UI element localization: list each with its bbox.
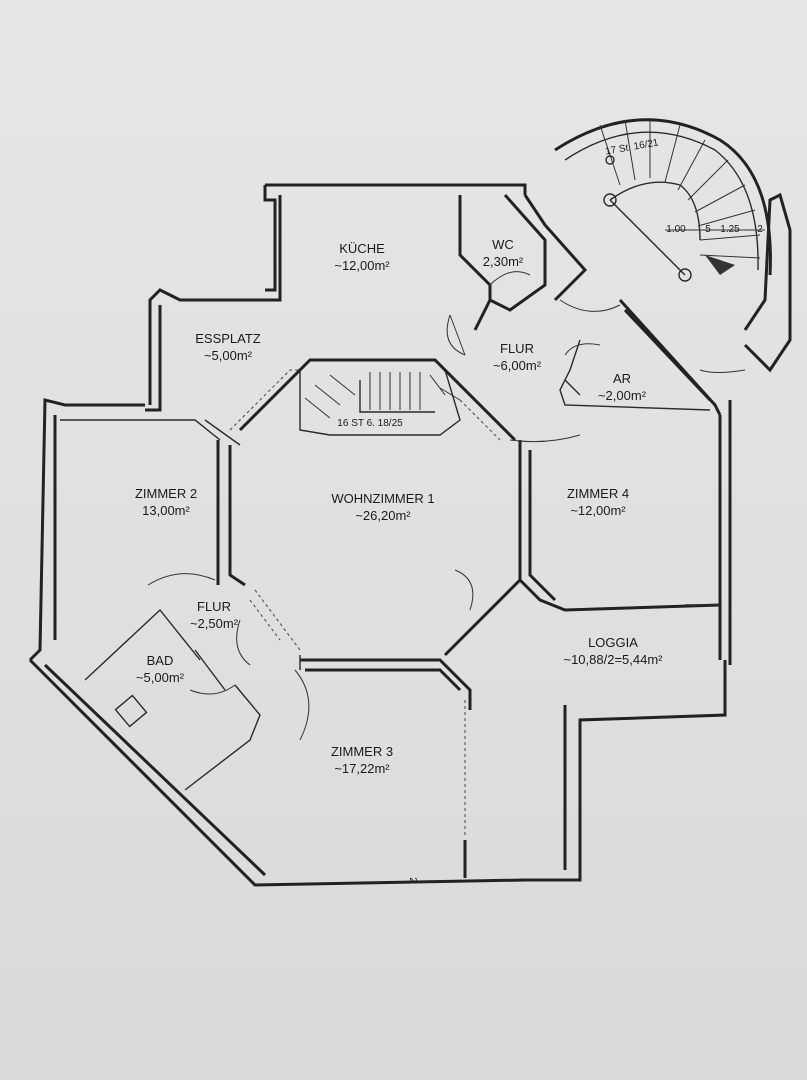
- room-name: AR: [612, 371, 632, 386]
- spiral-dim-b: 1.25: [720, 224, 740, 235]
- doors: [147, 271, 746, 741]
- room-area: ~6,00m²: [492, 358, 542, 373]
- room-wohnzimmer1: WOHNZIMMER 1 ~26,20m²: [331, 490, 434, 524]
- room-area: 2,30m²: [482, 254, 524, 269]
- room-zimmer2: ZIMMER 2 13,00m²: [135, 485, 197, 519]
- room-area: ~12,00m²: [570, 503, 626, 518]
- room-area: ~12,00m²: [334, 258, 390, 273]
- outer-walls: [28, 183, 792, 887]
- inner-walls: [84, 339, 720, 878]
- room-name: WOHNZIMMER 1: [331, 491, 435, 506]
- room-name: ESSPLATZ: [195, 331, 261, 346]
- room-zimmer4: ZIMMER 4 ~12,00m²: [567, 485, 629, 519]
- room-loggia: LOGGIA ~10,88/2=5,44m²: [563, 634, 662, 668]
- room-name: WC: [492, 237, 514, 252]
- room-name: FLUR: [197, 599, 231, 614]
- room-name: ZIMMER 2: [134, 486, 198, 501]
- room-area: ~26,20m²: [355, 508, 411, 523]
- room-essplatz: ESSPLATZ ~5,00m²: [195, 330, 261, 364]
- room-kueche: KÜCHE ~12,00m²: [334, 240, 389, 274]
- room-name: ZIMMER 3: [330, 744, 394, 759]
- room-area: ~5,00m²: [135, 670, 185, 685]
- spiral-dim-a: 5: [705, 224, 711, 235]
- room-name: ZIMMER 4: [566, 486, 630, 501]
- room-area: ~2,50m²: [189, 616, 239, 631]
- room-area: ~5,00m²: [203, 348, 253, 363]
- room-area: ~10,88/2=5,44m²: [563, 652, 663, 667]
- bottom-marker: 2: [407, 877, 418, 883]
- inner-stairs: [229, 369, 501, 441]
- room-area: ~2,00m²: [597, 388, 647, 403]
- spiral-stair: [554, 118, 772, 282]
- room-name: KÜCHE: [339, 241, 385, 256]
- room-flur-top: FLUR ~6,00m²: [493, 340, 541, 374]
- living-room-walls: [60, 358, 721, 710]
- room-bad: BAD ~5,00m²: [136, 652, 184, 686]
- room-name: BAD: [146, 653, 174, 668]
- room-name: LOGGIA: [588, 635, 638, 650]
- inner-stair-label: 16 ST 6. 18/25: [337, 418, 403, 429]
- room-ar: AR ~2,00m²: [598, 370, 646, 404]
- room-flur-bottom: FLUR ~2,50m²: [190, 598, 238, 632]
- room-name: FLUR: [500, 341, 534, 356]
- room-zimmer3: ZIMMER 3 ~17,22m²: [331, 743, 393, 777]
- room-area: 13,00m²: [142, 503, 190, 518]
- room-wc: WC 2,30m²: [483, 236, 523, 270]
- spiral-dim-c: 2: [757, 224, 763, 235]
- room-area: ~17,22m²: [334, 761, 390, 776]
- spiral-width-label: 1.00: [666, 224, 686, 235]
